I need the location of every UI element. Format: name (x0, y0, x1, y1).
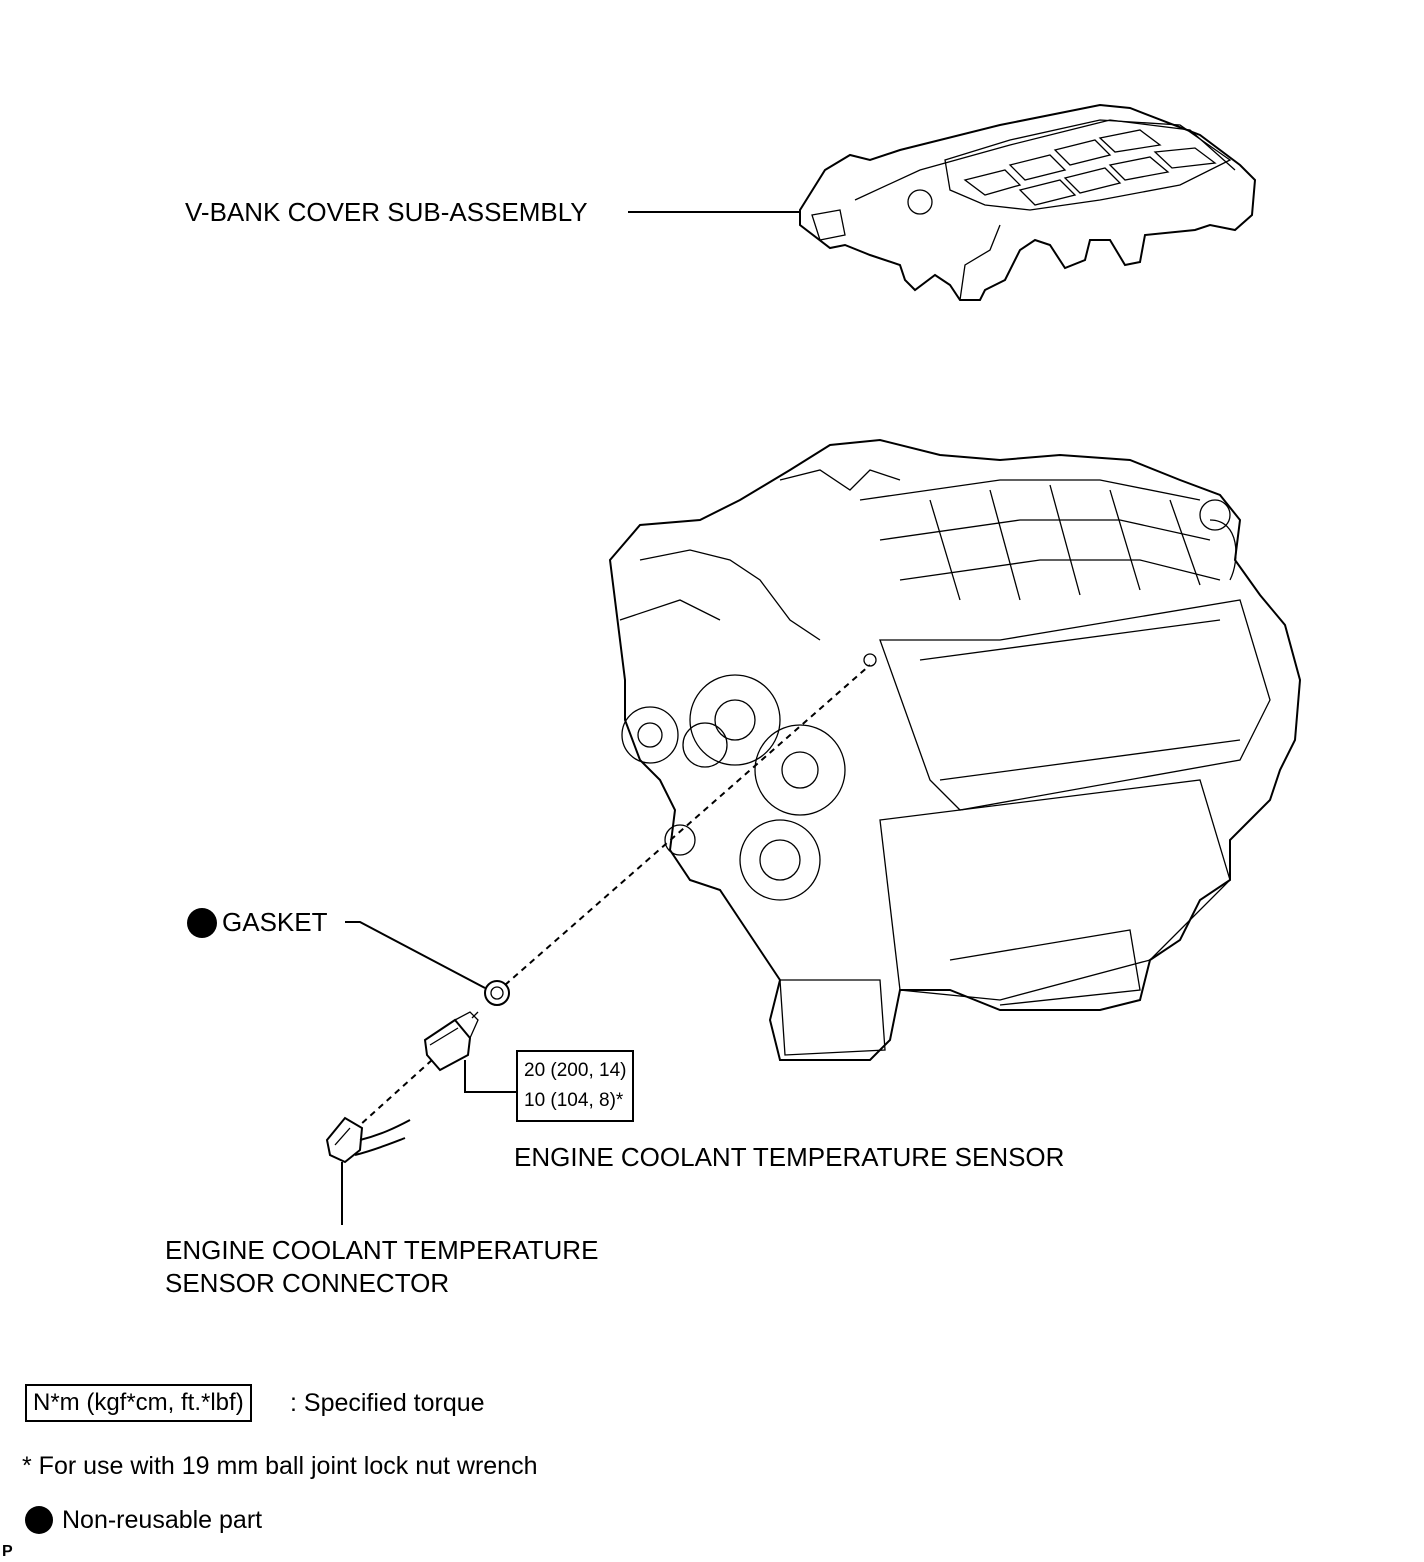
leader-sensor (464, 1060, 516, 1093)
v-bank-cover-illustration (799, 103, 1257, 301)
corner-mark: P (2, 1543, 13, 1560)
legend-non-reusable-dot-icon (25, 1506, 53, 1534)
torque-spec-line1: 20 (200, 14) (524, 1060, 627, 1081)
guide-connector-to-sensor (359, 1059, 433, 1126)
engine-illustration (608, 438, 1302, 1061)
label-vbank-cover: V-BANK COVER SUB-ASSEMBLY (185, 197, 588, 227)
legend-nonreusable: Non-reusable part (62, 1506, 263, 1534)
legend-footnote: * For use with 19 mm ball joint lock nut… (22, 1452, 538, 1480)
torque-spec-line2: 10 (104, 8)* (524, 1090, 624, 1111)
sensor-icon (423, 1011, 479, 1072)
leader-gasket (345, 921, 486, 989)
connector-icon (325, 1116, 411, 1164)
legend-torque-desc: : Specified torque (290, 1389, 485, 1417)
label-connector-line2: SENSOR CONNECTOR (165, 1268, 450, 1298)
non-reusable-dot-icon (187, 908, 217, 938)
guide-gasket-to-engine (504, 664, 871, 986)
label-gasket: GASKET (222, 907, 328, 937)
label-sensor: ENGINE COOLANT TEMPERATURE SENSOR (514, 1142, 1065, 1172)
legend-torque-unit: N*m (kgf*cm, ft.*lbf) (25, 1384, 252, 1422)
torque-spec-box: 20 (200, 14) 10 (104, 8)* (516, 1050, 635, 1122)
gasket-ring-icon (484, 980, 510, 1006)
label-connector-line1: ENGINE COOLANT TEMPERATURE (165, 1235, 599, 1265)
